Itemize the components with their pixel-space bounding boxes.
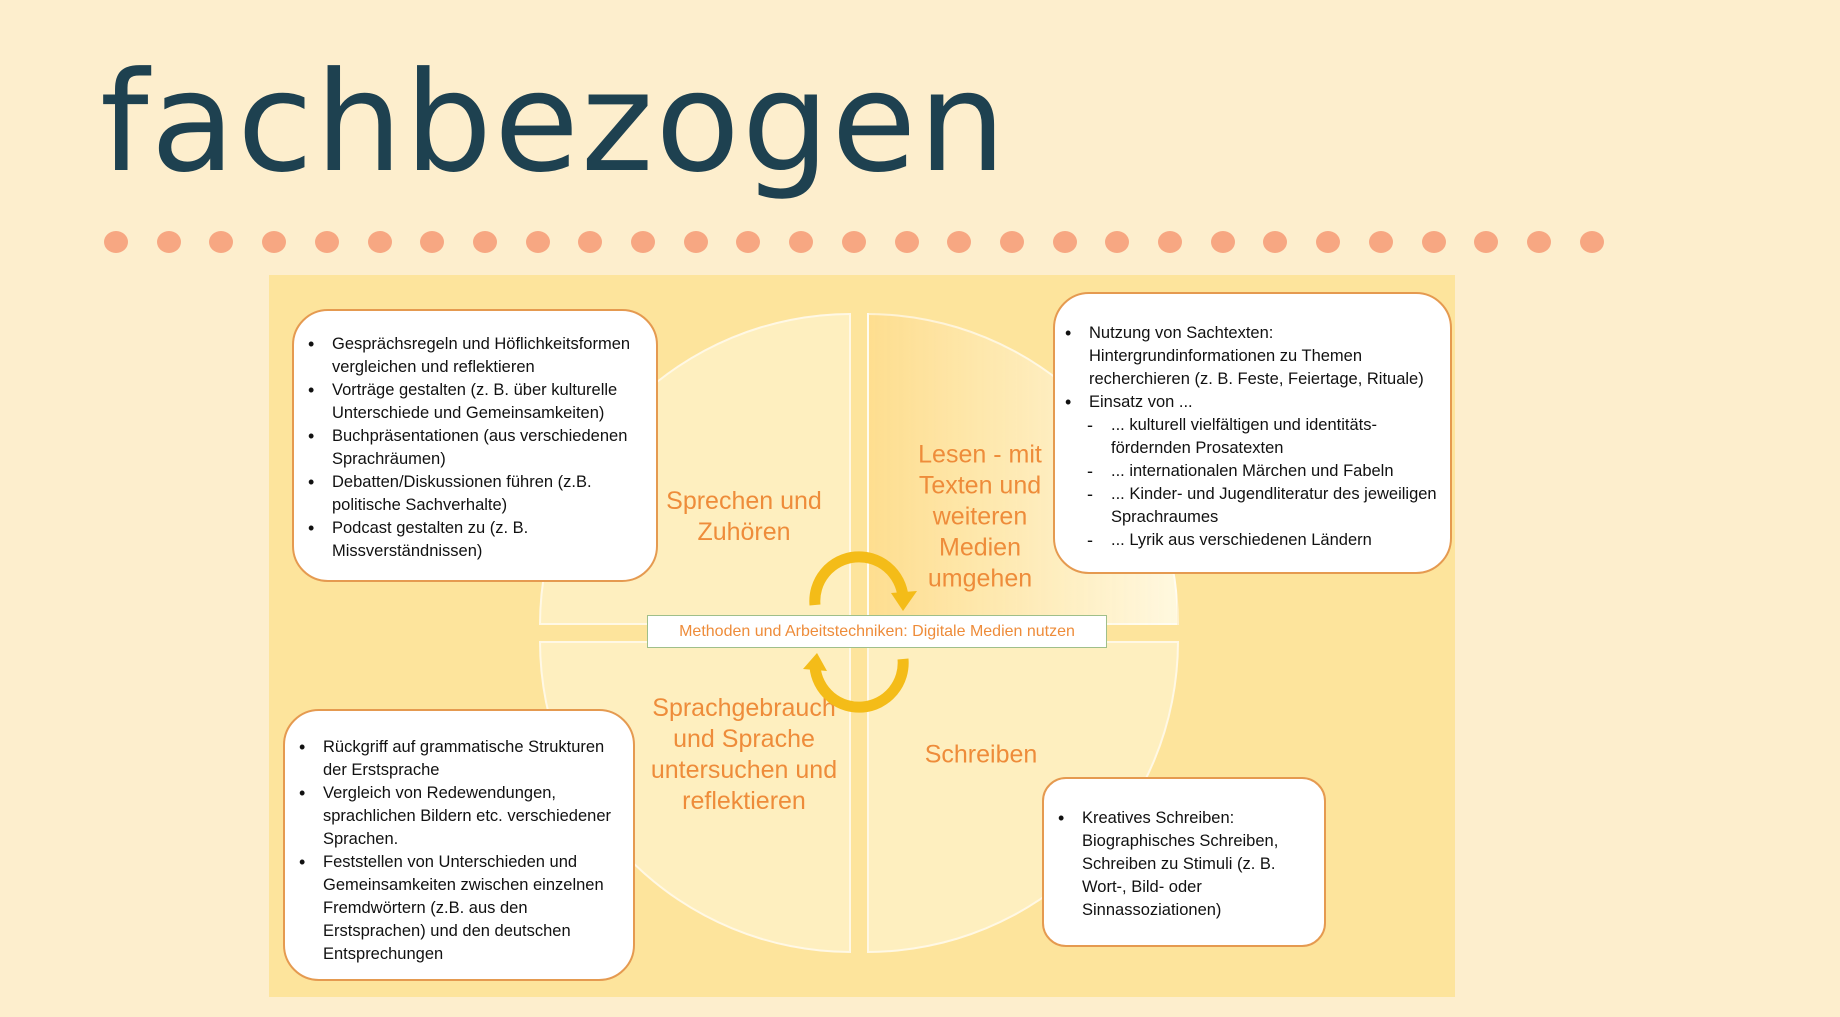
subject-diagram: Sprechen und Zuhören Lesen - mit Texten … (269, 275, 1455, 997)
box-speaking: Gesprächsregeln und Höflichkeitsformen v… (292, 309, 658, 582)
list-item: Kreatives Schreiben: Biographisches Schr… (1058, 807, 1314, 922)
list-item: Podcast gestalten zu (z. B. Missverständ… (308, 517, 642, 563)
divider-dot (156, 231, 181, 253)
quadrant-label-reading: Lesen - mit Texten und weiteren Medien u… (918, 440, 1042, 593)
list-item: ... Lyrik aus verschiedenen Ländern (1065, 529, 1438, 552)
divider-dot (1526, 231, 1551, 253)
divider-dot (1105, 231, 1130, 253)
list-item: ... Kinder- und Jugendliteratur des jewe… (1065, 483, 1438, 529)
quadrant-label-writing: Schreiben (924, 740, 1038, 769)
divider-dot (1368, 231, 1393, 253)
box-reading: Nutzung von Sachtexten: Hintergrundinfor… (1053, 292, 1452, 574)
list-item: Buchpräsentationen (aus verschiedenen Sp… (308, 425, 642, 471)
divider-dot (631, 231, 655, 253)
divider-dot (104, 231, 128, 253)
list-item: Vorträge gestalten (z. B. über kulturell… (308, 379, 642, 425)
divider-dot (947, 231, 972, 253)
page-title: fachbezogen (100, 42, 1008, 203)
divider-dot (894, 231, 919, 253)
list-item: Nutzung von Sachtexten: Hintergrundinfor… (1065, 322, 1438, 391)
list-item: ... internationalen Märchen und Fabeln (1065, 460, 1438, 483)
divider-dot (209, 231, 234, 253)
list-item: Gesprächsregeln und Höflichkeitsformen v… (308, 333, 642, 379)
divider-dot (1421, 231, 1446, 253)
divider-dot (841, 231, 866, 253)
divider-dot (1316, 231, 1341, 253)
divider-dot (262, 231, 287, 253)
divider-dot (314, 231, 339, 253)
box-language: Rückgriff auf grammatische Strukturen de… (283, 709, 635, 981)
list-item: Debatten/Diskussionen führen (z.B. polit… (308, 471, 642, 517)
divider-dot (1263, 231, 1288, 253)
divider-dot (367, 231, 392, 253)
divider-dot (472, 231, 497, 253)
list-item: Vergleich von Redewendungen, sprachliche… (299, 782, 623, 851)
divider-dot (789, 231, 814, 253)
list-item: Feststellen von Unterschieden und Gemein… (299, 851, 623, 966)
divider-dot (736, 231, 761, 253)
divider-dot (1474, 231, 1499, 253)
quadrant-label-language: Sprachgebrauch und Sprache untersuchen u… (650, 694, 838, 815)
divider-dot (578, 231, 603, 253)
divider-dot (420, 231, 445, 253)
list-item: Einsatz von ... (1065, 391, 1438, 414)
divider-dot (1579, 231, 1604, 253)
dotted-divider (104, 231, 1604, 257)
divider-dot (525, 231, 550, 253)
list-item: Rückgriff auf grammatische Strukturen de… (299, 736, 623, 782)
divider-dot (683, 231, 708, 253)
cycle-arrows-icon (803, 551, 917, 713)
box-writing: Kreatives Schreiben: Biographisches Schr… (1042, 777, 1326, 947)
list-item: ... kulturell vielfältigen und identität… (1065, 414, 1438, 460)
divider-dot (1158, 231, 1182, 253)
divider-dot (1052, 231, 1077, 253)
quadrant-label-speaking: Sprechen und Zuhören (666, 487, 822, 546)
divider-dot (1210, 231, 1235, 253)
center-methods-box: Methoden und Arbeitstechniken: Digitale … (647, 615, 1107, 648)
divider-dot (999, 231, 1024, 253)
